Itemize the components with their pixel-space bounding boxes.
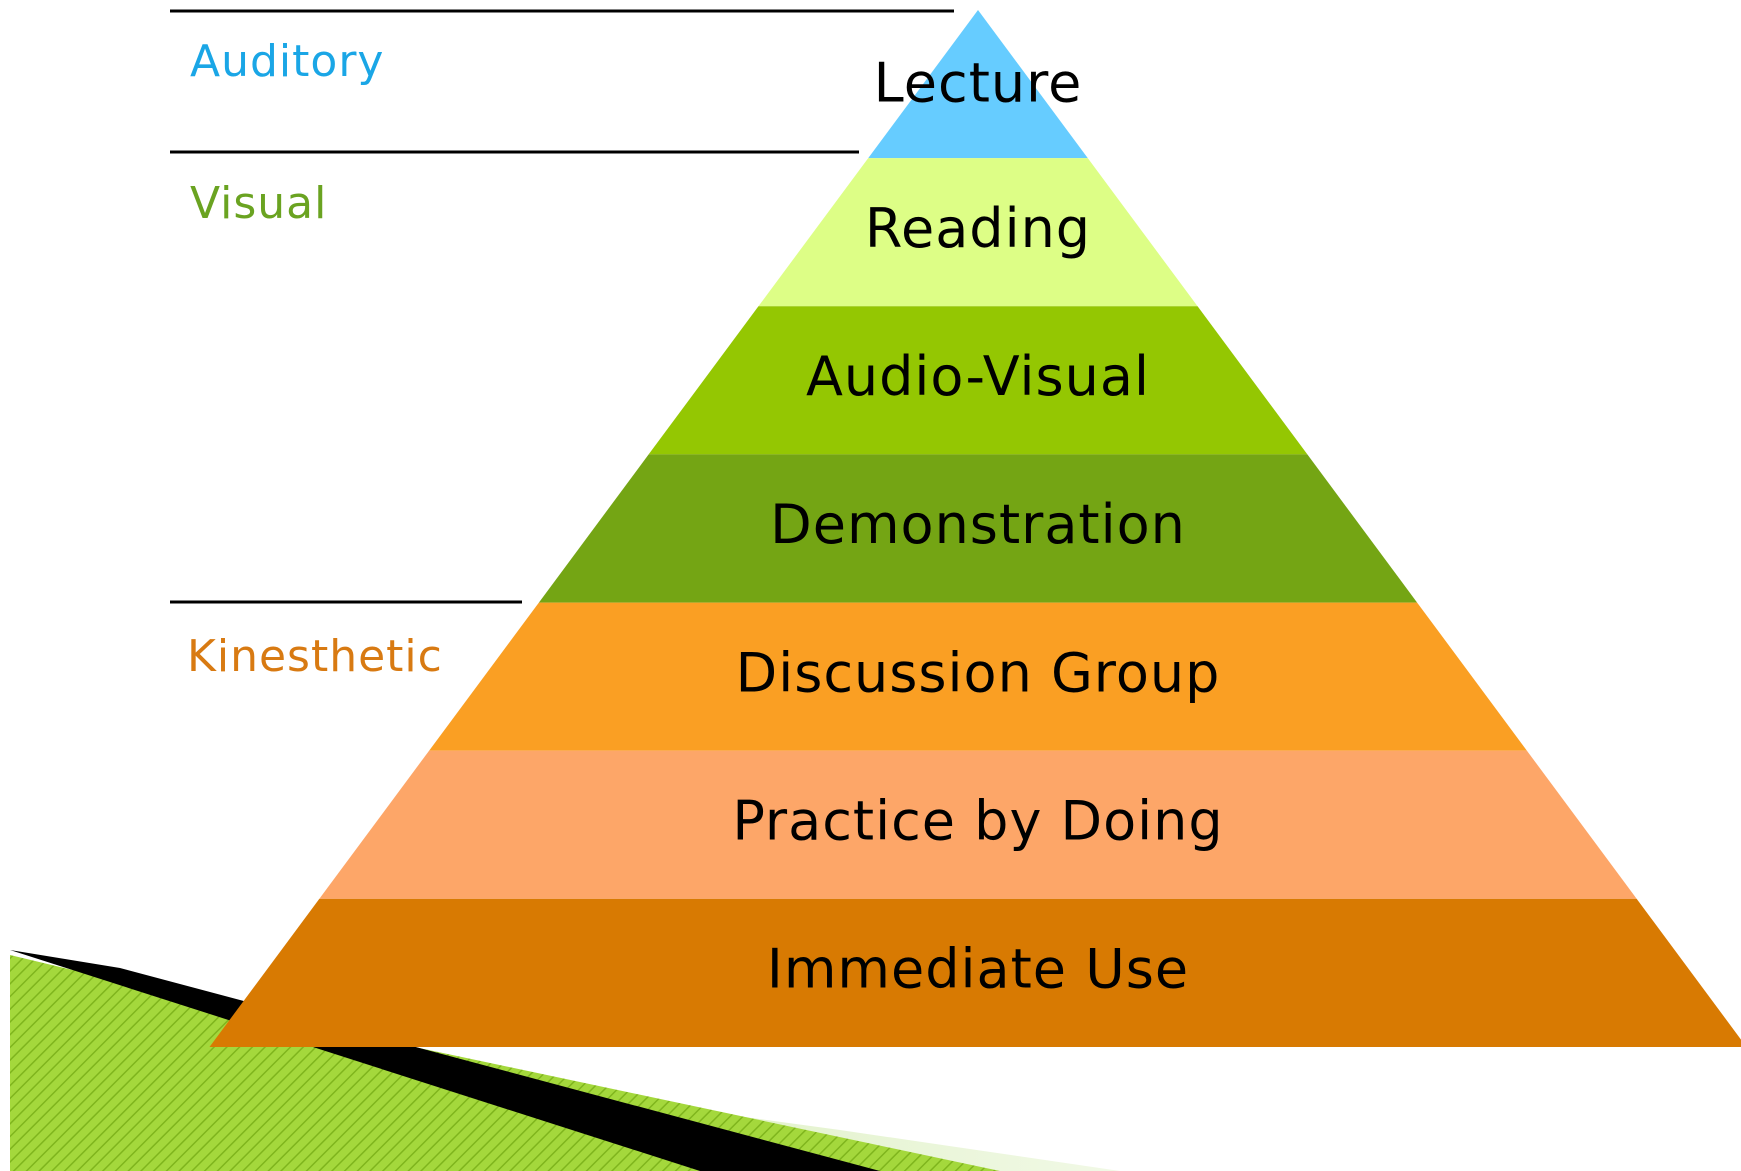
style-label-kinesthetic: Kinesthetic [187, 631, 443, 682]
pyramid-tier-label-discussion-group: Discussion Group [736, 641, 1221, 704]
pyramid-tier-label-lecture: Lecture [874, 52, 1083, 115]
pyramid-tier-label-reading: Reading [865, 197, 1091, 260]
style-dividers [170, 9, 954, 604]
pyramid: LectureReadingAudio-VisualDemonstrationD… [209, 10, 1741, 1047]
pyramid-tier-lecture [868, 10, 1088, 159]
pyramid-tier-demonstration [538, 454, 1418, 603]
swoosh-black-stroke [10, 950, 880, 1171]
pyramid-tier-audio-visual [648, 306, 1308, 455]
decorative-swoosh [10, 950, 1120, 1171]
pyramid-tier-discussion-group [429, 602, 1527, 751]
swoosh-green-wedge [10, 955, 1000, 1171]
pyramid-tier-label-audio-visual: Audio-Visual [806, 345, 1150, 408]
pyramid-tier-label-immediate-use: Immediate Use [767, 938, 1189, 1001]
style-labels: Auditory Visual Kinesthetic [187, 36, 443, 682]
pyramid-tier-immediate-use [209, 898, 1741, 1047]
style-label-auditory: Auditory [190, 36, 384, 87]
pyramid-tier-label-practice-by-doing: Practice by Doing [732, 789, 1223, 852]
pyramid-tier-reading [758, 158, 1198, 307]
style-label-visual: Visual [190, 178, 327, 229]
pyramid-tier-label-demonstration: Demonstration [770, 493, 1186, 556]
pyramid-tier-practice-by-doing [319, 750, 1637, 899]
